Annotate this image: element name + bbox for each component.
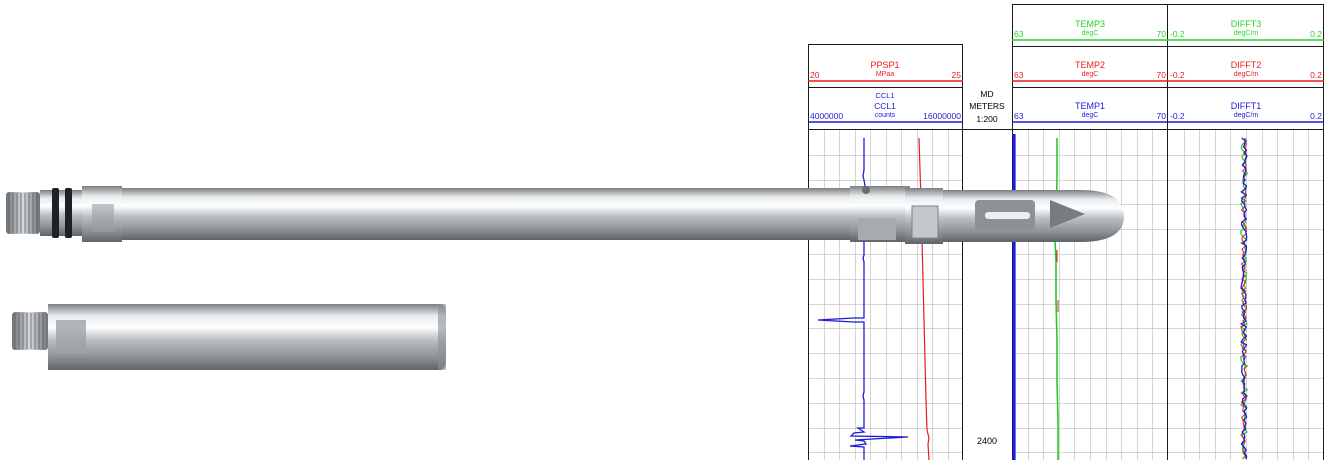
temp2-curve-name: TEMP2 [1074, 60, 1106, 70]
ppsp-scale-min: 20 [810, 70, 820, 80]
difft3-units: degC/m [1233, 30, 1259, 37]
temp1-scale-min: 63 [1014, 111, 1024, 121]
difft3-scale-min: -0.2 [1170, 29, 1185, 39]
short-probe-tool [12, 304, 446, 370]
log-curves [817, 134, 1249, 461]
ppsp-scale-max: 25 [951, 70, 961, 80]
temp2-units: degC [1081, 71, 1099, 78]
difft2-scale-max: 0.2 [1310, 70, 1322, 80]
difft1-scale-max: 0.2 [1310, 111, 1322, 121]
ccl-units: counts [874, 112, 896, 119]
difft2-curve-name: DIFFT2 [1230, 60, 1262, 70]
temp1-scale-max: 70 [1156, 111, 1166, 121]
temp2-curve [1056, 250, 1059, 312]
temp3-scale-min: 63 [1014, 29, 1024, 39]
temp1-curve-name: TEMP1 [1074, 101, 1106, 111]
difft1-curve-name: DIFFT1 [1230, 101, 1262, 111]
probe-body [122, 188, 862, 240]
difft2-units: degC/m [1233, 71, 1259, 78]
temp2-scale-min: 63 [1014, 70, 1024, 80]
difft2-scale-min: -0.2 [1170, 70, 1185, 80]
temp1-units: degC [1081, 112, 1099, 119]
o-ring [52, 188, 59, 238]
ccl-scale-max: 16000000 [923, 111, 961, 121]
temp3-scale-max: 70 [1156, 29, 1166, 39]
probe-thread [6, 192, 40, 234]
depth-header-units: METERS [969, 101, 1005, 111]
short-probe-body [48, 304, 446, 370]
ccl-curve-name: CCL1 [874, 101, 896, 111]
temp3-units: degC [1081, 30, 1099, 37]
difft3-scale-max: 0.2 [1310, 29, 1322, 39]
depth-header-title: MD [980, 89, 994, 99]
ccl-scale-min: 4000000 [810, 111, 844, 121]
depth-header-scale: 1:200 [976, 114, 998, 124]
temp3-curve-name: TEMP3 [1074, 19, 1106, 29]
ppsp-units: MPaa [875, 71, 895, 78]
long-probe-tool [6, 186, 1124, 244]
difft1-units: degC/m [1233, 112, 1259, 119]
ppsp-curve [918, 137, 930, 461]
temp3-curve [1054, 138, 1059, 460]
o-ring [65, 188, 72, 238]
difft1-scale-min: -0.2 [1170, 111, 1185, 121]
ccl-ppsp-grid [808, 130, 963, 460]
difft3-curve-name: DIFFT3 [1230, 19, 1262, 29]
ppsp-curve-name: PPSP1 [870, 60, 900, 70]
gradient-grid [1168, 130, 1324, 460]
difft2-curve [1240, 137, 1248, 460]
depth-label-2400: 2400 [976, 436, 998, 446]
scale-lines [808, 39, 1324, 123]
difft1-curve [1239, 137, 1248, 460]
temperature-grid [1012, 130, 1168, 460]
temp2-scale-max: 70 [1156, 70, 1166, 80]
ccl-group-name: CCL1 [875, 91, 895, 100]
